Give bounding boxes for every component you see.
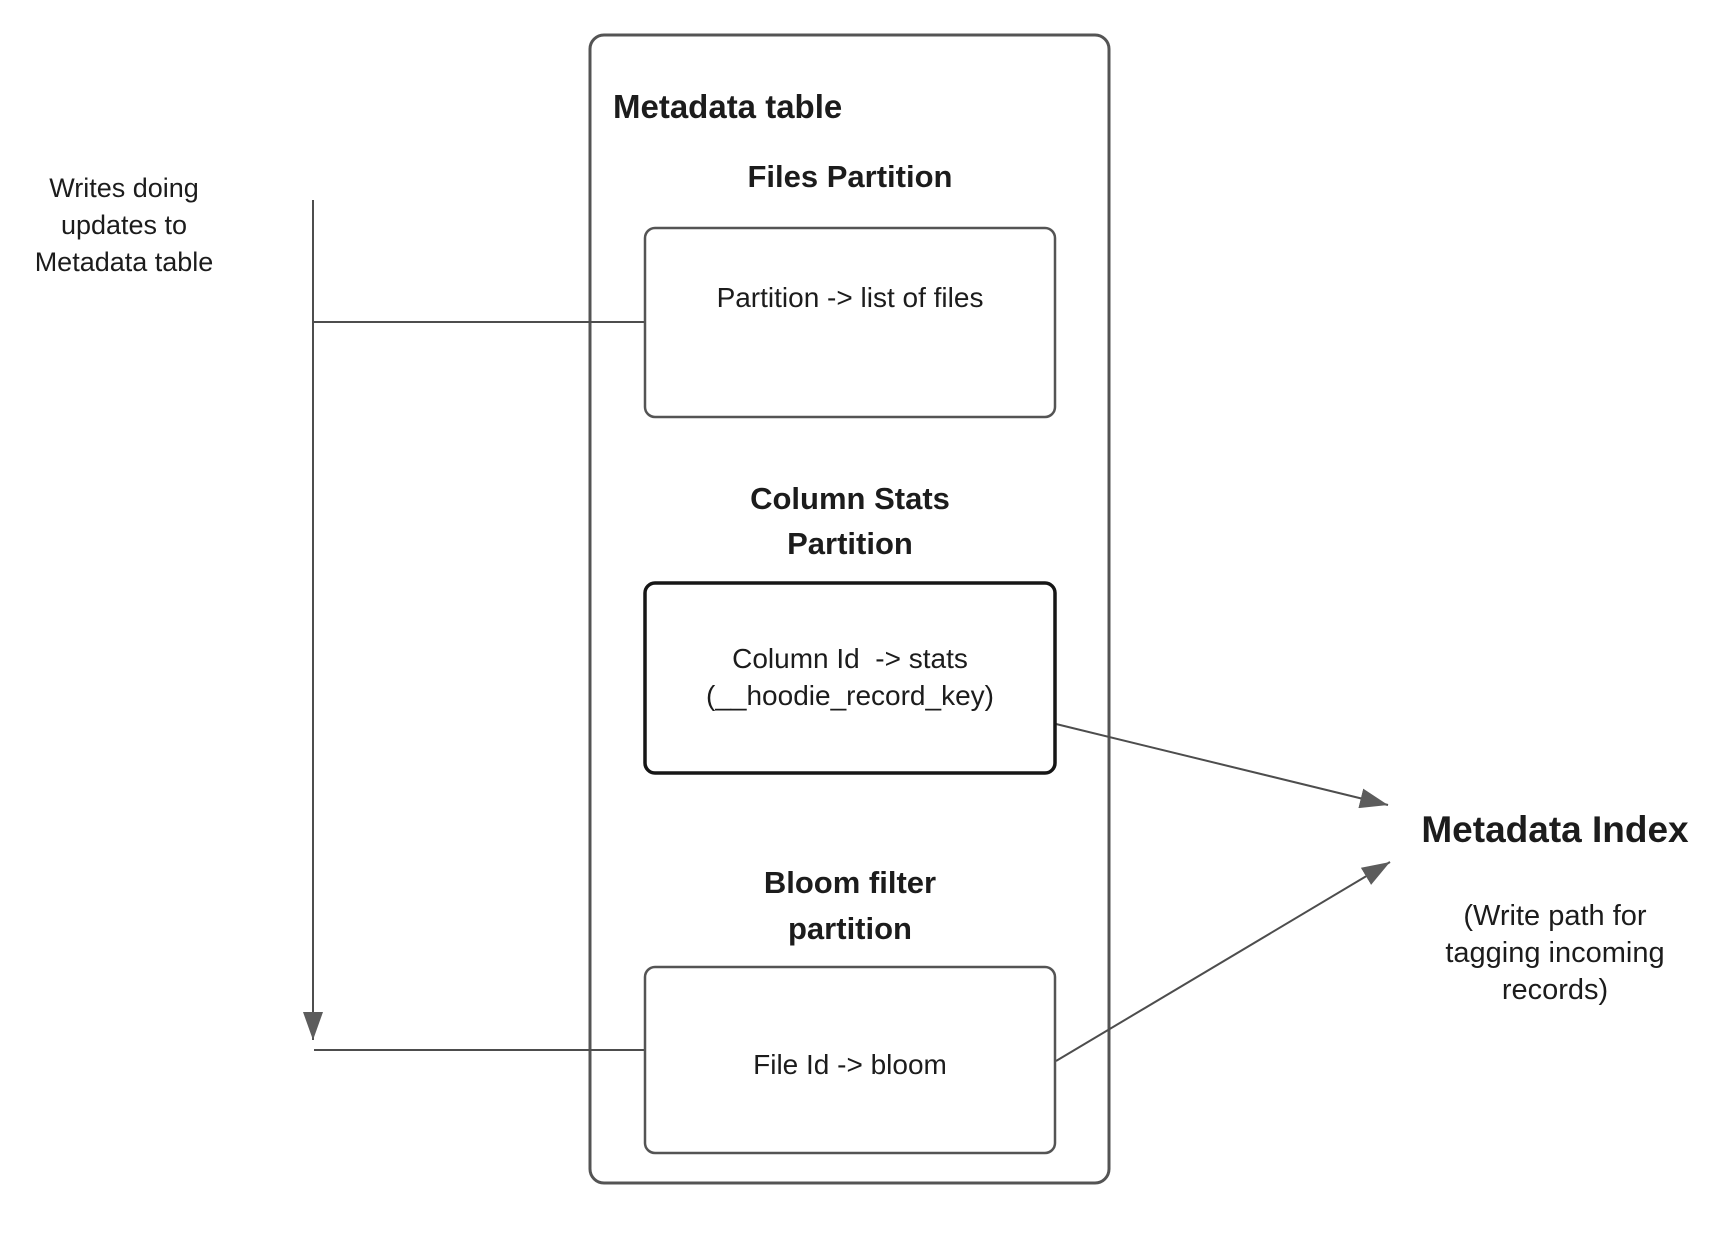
- writes-note: Writes doing updates to Metadata table: [34, 173, 214, 277]
- metadata-index-subtitle: (Write path for tagging incoming records…: [1445, 900, 1665, 1006]
- bloom-filter-partition-heading: Bloom filter partition: [763, 865, 937, 946]
- metadata-table-title: Metadata table: [613, 88, 843, 125]
- column-stats-partition-label: Column Id -> stats (__hoodie_record_key): [706, 643, 994, 711]
- files-partition-label: Partition -> list of files: [716, 282, 984, 313]
- files-partition-heading: Files Partition: [747, 159, 953, 194]
- column-stats-to-index-arrow: [1055, 723, 1389, 809]
- column-stats-partition-heading: Column Stats Partition: [750, 481, 950, 561]
- bloom-filter-partition-label: File Id -> bloom: [753, 1049, 947, 1080]
- column-stats-partition-box: [643, 581, 1057, 775]
- files-partition-box: [643, 226, 1057, 419]
- bloom-to-index-arrow: [1055, 861, 1391, 1062]
- metadata-index-title: Metadata Index: [1421, 809, 1689, 850]
- bloom-filter-partition-box: [643, 965, 1057, 1155]
